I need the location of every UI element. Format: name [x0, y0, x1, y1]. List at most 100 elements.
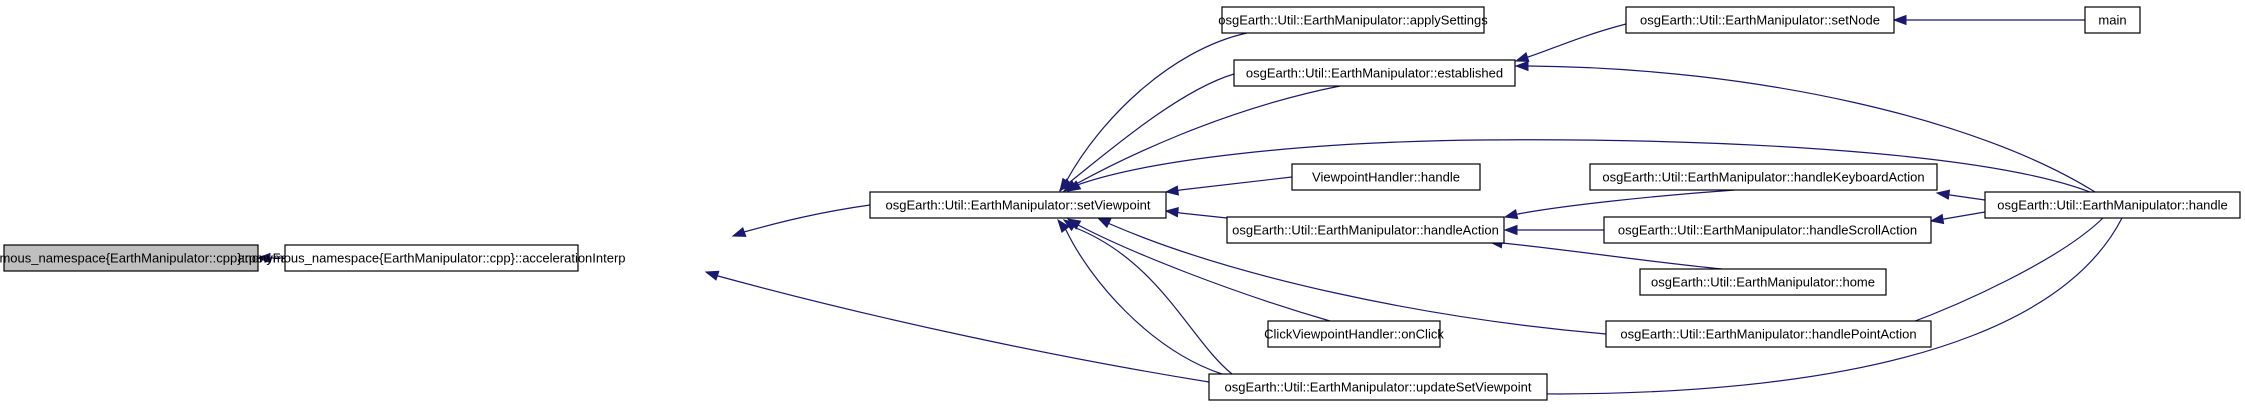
node-setViewpoint[interactable]: osgEarth::Util::EarthManipulator::setVie… — [869, 191, 1167, 219]
edge-handle-to-handleScroll — [1929, 211, 1986, 225]
edge-vpHandle-to-setViewpoint — [1164, 176, 1293, 196]
edge-arrowhead — [1929, 213, 1945, 225]
node-label: osgEarth::Util::EarthManipulator::handle… — [1232, 223, 1499, 238]
edge-handleAction-to-setViewpoint — [1164, 207, 1228, 219]
edge-line — [743, 204, 871, 233]
node-box — [1589, 163, 1938, 191]
node-box — [1291, 163, 1481, 191]
edge-line — [1501, 242, 1723, 270]
edge-handle-to-updateSetViewpoint — [1454, 217, 2123, 395]
edges-layer — [256, 14, 2123, 395]
edge-main-to-setNode — [1892, 14, 2085, 26]
node-label: osgEarth::Util::EarthManipulator::handle… — [1618, 223, 1917, 238]
nodes-layer: anonymous_namespace{EarthManipulator::cp… — [0, 6, 2241, 401]
edge-arrowhead — [1503, 208, 1519, 220]
node-label: osgEarth::Util::EarthManipulator::setVie… — [886, 198, 1151, 213]
node-label: ViewpointHandler::handle — [1312, 170, 1460, 185]
node-vpHandle[interactable]: ViewpointHandler::handle — [1291, 163, 1481, 191]
node-label: osgEarth::Util::EarthManipulator::update… — [1225, 380, 1532, 395]
edge-arrowhead — [1066, 180, 1082, 192]
edge-line — [1527, 23, 1627, 58]
node-box — [1625, 6, 1895, 34]
node-label: osgEarth::Util::EarthManipulator::establ… — [1246, 66, 1503, 81]
node-label: osgEarth::Util::EarthManipulator::home — [1651, 275, 1875, 290]
node-handle[interactable]: osgEarth::Util::EarthManipulator::handle — [1984, 191, 2241, 219]
node-handleKeyboard[interactable]: osgEarth::Util::EarthManipulator::handle… — [1589, 163, 1938, 191]
edge-line — [1073, 85, 1341, 186]
node-label: osgEarth::Util::EarthManipulator::applyS… — [1218, 13, 1488, 28]
edge-updateSetViewpoint-to-accelInterp — [704, 270, 1210, 383]
node-box — [1267, 320, 1441, 348]
edge-arrowhead — [1164, 207, 1179, 218]
node-onClick[interactable]: ClickViewpointHandler::onClick — [1264, 320, 1444, 348]
edge-arrowhead — [731, 226, 747, 237]
edge-arrowhead — [256, 252, 271, 264]
node-box — [3, 244, 259, 272]
edge-arrowhead — [1164, 185, 1179, 196]
node-label: ClickViewpointHandler::onClick — [1264, 327, 1444, 342]
node-powFast[interactable]: anonymous_namespace{EarthManipulator::cp… — [0, 244, 298, 272]
node-established[interactable]: osgEarth::Util::EarthManipulator::establ… — [1233, 59, 1516, 87]
node-home[interactable]: osgEarth::Util::EarthManipulator::home — [1639, 268, 1887, 296]
node-label: main — [2098, 13, 2126, 28]
edge-line — [1942, 211, 1986, 220]
node-box — [1639, 268, 1887, 296]
node-box — [1603, 216, 1932, 244]
node-box — [1605, 320, 1932, 348]
edge-line — [1177, 211, 1228, 219]
edge-handle-to-handleKeyboard — [1935, 189, 1986, 201]
edge-setNode-to-established — [1514, 23, 1627, 62]
node-handlePoint[interactable]: osgEarth::Util::EarthManipulator::handle… — [1605, 320, 1932, 348]
edge-line — [1948, 194, 1986, 201]
node-label: osgEarth::Util::EarthManipulator::setNod… — [1640, 13, 1880, 28]
edge-line — [1527, 65, 2096, 193]
edge-line — [1077, 139, 2091, 193]
node-box — [1208, 373, 1548, 401]
node-box — [284, 244, 579, 272]
edge-line — [1066, 32, 1248, 182]
edge-line — [1064, 228, 1223, 375]
edge-updateSetViewpoint-to-setViewpoint — [1057, 218, 1223, 375]
edge-line — [1073, 226, 1233, 375]
edge-arrowhead — [1892, 14, 1907, 26]
edge-arrowhead — [1096, 217, 1112, 229]
node-applySettings[interactable]: osgEarth::Util::EarthManipulator::applyS… — [1218, 6, 1488, 34]
edge-handleScroll-to-handleAction — [1503, 224, 1604, 236]
edge-accelInterp-to-powFast — [256, 252, 285, 264]
edge-established-to-setViewpoint — [1058, 73, 1235, 191]
edge-line — [1077, 224, 1331, 322]
node-label: osgEarth::Util::EarthManipulator::handle… — [1620, 327, 1916, 342]
node-label: osgEarth::Util::EarthManipulator::handle… — [1602, 170, 1924, 185]
node-box — [2084, 6, 2141, 34]
node-box — [1221, 6, 1485, 34]
node-label: anonymous_namespace{EarthManipulator::cp… — [0, 251, 298, 266]
edge-arrowhead — [1514, 52, 1530, 62]
node-box — [1984, 191, 2241, 219]
edge-setViewpoint-to-accelInterp — [731, 204, 871, 237]
edge-arrowhead — [1062, 219, 1078, 232]
node-updateSetViewpoint[interactable]: osgEarth::Util::EarthManipulator::update… — [1208, 373, 1548, 401]
edge-arrowhead — [1503, 224, 1518, 236]
node-box — [1226, 216, 1505, 244]
edge-updateSetViewpoint-to-setViewpoint — [1062, 219, 1233, 375]
edge-handle-to-setViewpoint — [1066, 139, 2091, 193]
node-handleAction[interactable]: osgEarth::Util::EarthManipulator::handle… — [1226, 216, 1505, 244]
edge-line — [1177, 176, 1293, 192]
node-accelInterp[interactable]: anonymous_namespace{EarthManipulator::cp… — [237, 244, 626, 272]
node-handleScroll[interactable]: osgEarth::Util::EarthManipulator::handle… — [1603, 216, 1932, 244]
node-box — [1233, 59, 1516, 87]
edge-line — [717, 275, 1210, 383]
node-label: osgEarth::Util::EarthManipulator::handle — [1997, 198, 2228, 213]
node-main[interactable]: main — [2084, 6, 2141, 34]
edge-handle-to-established — [1514, 60, 2096, 193]
edge-arrowhead — [1514, 60, 1529, 72]
edge-arrowhead — [1057, 218, 1070, 234]
node-box — [869, 191, 1167, 219]
edge-line — [1108, 222, 1607, 335]
edge-line — [1467, 217, 2123, 395]
edge-arrowhead — [704, 270, 720, 281]
node-setNode[interactable]: osgEarth::Util::EarthManipulator::setNod… — [1625, 6, 1895, 34]
edge-handleKeyboard-to-handleAction — [1503, 189, 1736, 220]
edge-line — [1068, 73, 1235, 184]
